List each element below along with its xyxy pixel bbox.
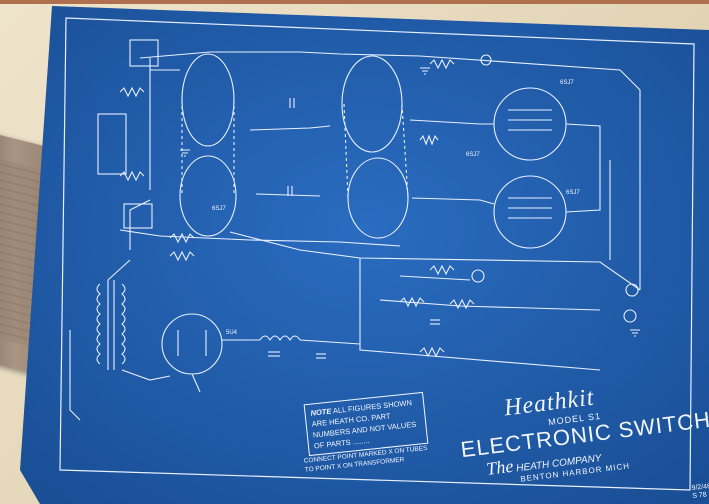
tube-label-4: 6SJ7 [566,190,580,196]
blueprint-border [59,17,695,491]
top-border-stripe [0,0,709,4]
tube-label-1: 6SJ7 [466,152,480,158]
drawing-date: 9/2/46 S 78 [691,483,709,501]
rectifier-label: 5U4 [226,330,238,336]
company-prefix: The [485,455,515,479]
note-label: Note [310,406,332,418]
circuit-lines [69,39,641,421]
tube-label-2: 6SJ7 [212,206,226,212]
blueprint-sheet: 6SJ7 6SJ7 6SJ7 6SJ7 5U4 Note ALL FIGURES… [20,4,709,504]
tube-label-3: 6SJ7 [560,80,574,86]
sheet-number: S 78 [692,491,708,500]
